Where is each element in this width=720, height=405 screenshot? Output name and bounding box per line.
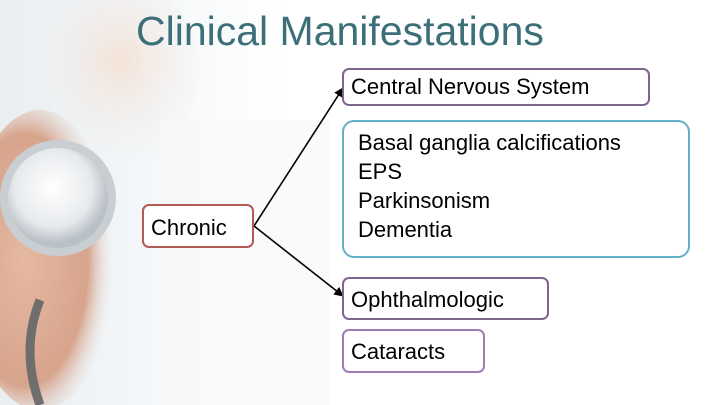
cataracts-label: Cataracts (351, 339, 446, 364)
chronic-label: Chronic (151, 215, 227, 240)
cataracts-node: Cataracts (342, 329, 485, 373)
cns-label: Central Nervous System (351, 74, 590, 99)
finding-dementia: Dementia (358, 217, 453, 242)
ophthalmologic-label: Ophthalmologic (351, 287, 504, 312)
finding-parkinsonism: Parkinsonism (358, 188, 491, 213)
doctor-stethoscope-photo (0, 0, 330, 405)
cns-node: Central Nervous System (342, 68, 650, 106)
finding-eps: EPS (358, 159, 403, 184)
slide-title: Clinical Manifestations (136, 8, 544, 54)
arrow-to-ophthalmologic (253, 225, 344, 297)
cns-findings-box: Basal ganglia calcifications EPS Parkins… (342, 120, 690, 258)
chronic-node: Chronic (142, 204, 254, 248)
arrow-to-cns (253, 87, 344, 227)
finding-basal-ganglia: Basal ganglia calcifications (358, 130, 621, 155)
ophthalmologic-node: Ophthalmologic (342, 277, 549, 320)
